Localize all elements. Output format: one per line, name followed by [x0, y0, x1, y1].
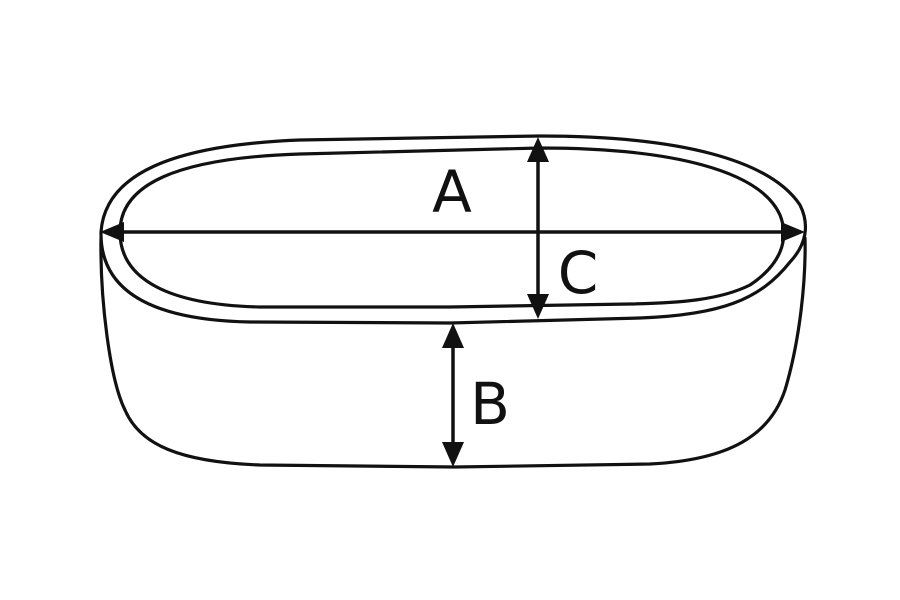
tub-body-outline — [99, 236, 807, 469]
label-a: A — [432, 158, 472, 226]
dimension-a-arrow — [100, 222, 805, 242]
dimension-b-arrow — [442, 323, 464, 467]
label-b: B — [470, 370, 510, 438]
label-c: C — [558, 239, 599, 307]
tub-outer-rim — [99, 134, 808, 325]
dimension-c-arrow — [527, 137, 549, 319]
